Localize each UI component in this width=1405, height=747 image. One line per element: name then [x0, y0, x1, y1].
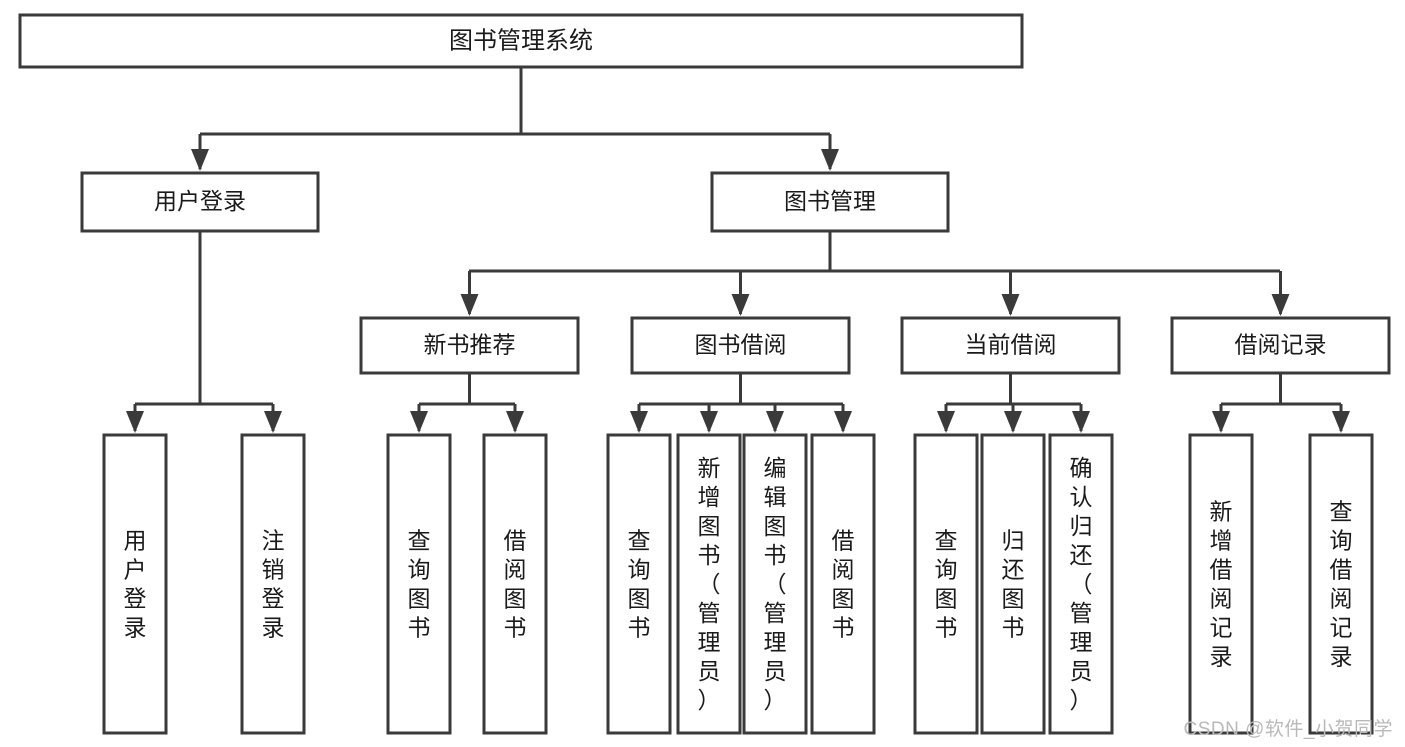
node-book-manage-label: 图书管理 [784, 188, 876, 214]
node-borrow-record-rect [1170, 316, 1391, 375]
node-user-login-rect [80, 171, 320, 233]
node-leaf-query-book-borrow-label: 查询图书 [628, 528, 651, 641]
arrow-head [1004, 411, 1022, 433]
node-leaf-logout-label: 注销登录 [262, 528, 285, 641]
node-leaf-borrow-book-rec-label: 借阅图书 [504, 528, 527, 641]
node-leaf-user-login-label: 用户登录 [124, 528, 147, 641]
node-leaf-borrow-book-rec[interactable]: 借阅图书 [482, 433, 548, 735]
arrow-head [460, 294, 479, 316]
arrow-head [410, 411, 428, 433]
node-current-borrow[interactable]: 当前借阅 [900, 316, 1121, 375]
node-leaf-add-book-admin[interactable]: 新增图书（管理员） [676, 433, 742, 735]
arrow-head [1001, 294, 1020, 316]
node-leaf-query-borrow-record[interactable]: 查询借阅记录 [1308, 433, 1374, 735]
csdn-watermark: CSDN @软件_小贺同学 [1183, 719, 1393, 740]
node-leaf-edit-book-admin[interactable]: 编辑图书（管理员） [742, 433, 808, 735]
node-leaf-query-book-borrow[interactable]: 查询图书 [606, 433, 672, 735]
arrow-head [191, 149, 209, 171]
node-leaf-user-login[interactable]: 用户登录 [102, 433, 168, 735]
node-root-rect [18, 13, 1024, 69]
arrow-head [1271, 294, 1290, 316]
node-leaf-confirm-return-admin-label: 确认归还（管理员） [1070, 455, 1093, 713]
node-leaf-borrow-book-label: 借阅图书 [832, 528, 855, 641]
node-user-login-label: 用户登录 [154, 188, 246, 214]
node-leaf-add-book-admin-rect [676, 433, 742, 735]
node-book-borrow-label: 图书借阅 [695, 332, 787, 358]
node-leaf-logout-rect [240, 433, 306, 735]
arrow-head [821, 149, 839, 171]
node-leaf-query-book-rec[interactable]: 查询图书 [386, 433, 452, 735]
node-leaf-add-borrow-record-rect [1188, 433, 1254, 735]
arrow-head [1072, 411, 1090, 433]
arrow-head [1332, 411, 1350, 433]
connectors-layer [126, 67, 1350, 433]
node-borrow-record[interactable]: 借阅记录 [1170, 316, 1391, 375]
node-book-borrow[interactable]: 图书借阅 [630, 316, 851, 375]
node-current-borrow-label: 当前借阅 [965, 332, 1057, 358]
node-book-manage-rect [710, 171, 950, 233]
arrow-head [731, 294, 750, 316]
boxes-layer: 图书管理系统用户登录图书管理新书推荐图书借阅当前借阅借阅记录用户登录注销登录查询… [18, 13, 1391, 735]
node-root-label: 图书管理系统 [449, 27, 593, 54]
arrow-head [126, 411, 144, 433]
node-user-login[interactable]: 用户登录 [80, 171, 320, 233]
node-leaf-query-book-current-rect [913, 433, 979, 735]
node-new-book-recommend-label: 新书推荐 [424, 332, 516, 358]
node-root[interactable]: 图书管理系统 [18, 13, 1024, 69]
arrow-head [834, 411, 852, 433]
node-book-borrow-rect [630, 316, 851, 375]
node-leaf-borrow-book-rec-rect [482, 433, 548, 735]
arrow-head [766, 411, 784, 433]
node-leaf-add-borrow-record-label: 新增借阅记录 [1210, 499, 1233, 670]
node-leaf-confirm-return-admin[interactable]: 确认归还（管理员） [1048, 433, 1114, 735]
node-leaf-return-book-rect [980, 433, 1046, 735]
node-leaf-query-book-current-label: 查询图书 [935, 528, 958, 641]
node-book-manage[interactable]: 图书管理 [710, 171, 950, 233]
node-leaf-logout[interactable]: 注销登录 [240, 433, 306, 735]
node-leaf-borrow-book-rect [810, 433, 876, 735]
arrow-head [630, 411, 648, 433]
node-leaf-return-book[interactable]: 归还图书 [980, 433, 1046, 735]
node-leaf-edit-book-admin-rect [742, 433, 808, 735]
node-leaf-query-book-rec-rect [386, 433, 452, 735]
arrow-head [506, 411, 524, 433]
arrow-head [264, 411, 282, 433]
node-new-book-recommend[interactable]: 新书推荐 [359, 316, 580, 375]
node-leaf-user-login-rect [102, 433, 168, 735]
node-leaf-query-book-borrow-rect [606, 433, 672, 735]
node-new-book-recommend-rect [359, 316, 580, 375]
arrow-head [937, 411, 955, 433]
node-leaf-edit-book-admin-label: 编辑图书（管理员） [764, 455, 787, 713]
node-leaf-borrow-book[interactable]: 借阅图书 [810, 433, 876, 735]
node-leaf-add-book-admin-label: 新增图书（管理员） [698, 455, 721, 713]
node-leaf-query-book-rec-label: 查询图书 [408, 528, 431, 641]
node-current-borrow-rect [900, 316, 1121, 375]
arrow-head [1212, 411, 1230, 433]
node-leaf-query-borrow-record-label: 查询借阅记录 [1330, 499, 1353, 670]
node-leaf-query-borrow-record-rect [1308, 433, 1374, 735]
node-leaf-return-book-label: 归还图书 [1002, 528, 1025, 641]
node-leaf-add-borrow-record[interactable]: 新增借阅记录 [1188, 433, 1254, 735]
arrow-head [700, 411, 718, 433]
node-borrow-record-label: 借阅记录 [1235, 332, 1327, 358]
node-leaf-query-book-current[interactable]: 查询图书 [913, 433, 979, 735]
node-leaf-confirm-return-admin-rect [1048, 433, 1114, 735]
